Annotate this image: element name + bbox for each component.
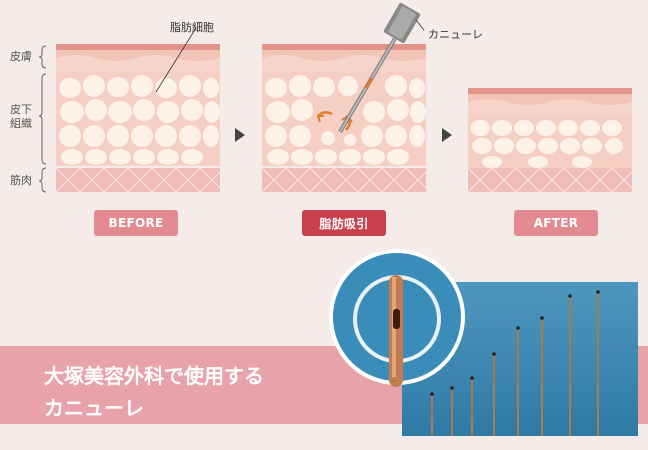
lipo-panel xyxy=(261,44,427,193)
before-badge: BEFORE xyxy=(94,210,178,236)
fat-cell-label: 脂肪細胞 xyxy=(170,21,214,34)
fat-cells-after xyxy=(470,120,623,168)
cannula-label: カニューレ xyxy=(428,28,483,41)
lipo-badge: 脂肪吸引 xyxy=(302,210,386,236)
muscle-label: 筋肉 xyxy=(10,174,32,187)
before-panel xyxy=(55,27,221,193)
skin-label: 皮膚 xyxy=(10,50,32,63)
banner-line-2: カニューレ xyxy=(44,396,144,420)
after-panel xyxy=(467,88,633,193)
cannula-device-icon xyxy=(338,3,425,134)
arrow-right-icon xyxy=(235,128,245,142)
banner-line-1: 大塚美容外科で使用する xyxy=(44,364,264,388)
subcutaneous-label-1: 皮下 xyxy=(10,103,32,116)
fat-cells-lipo xyxy=(265,75,426,165)
after-badge: AFTER xyxy=(514,210,598,236)
cannula-zoom-circle xyxy=(329,249,465,387)
fat-cells-before xyxy=(59,75,220,165)
subcutaneous-label-2: 組織 xyxy=(10,117,32,130)
arrow-right-icon xyxy=(442,128,452,142)
